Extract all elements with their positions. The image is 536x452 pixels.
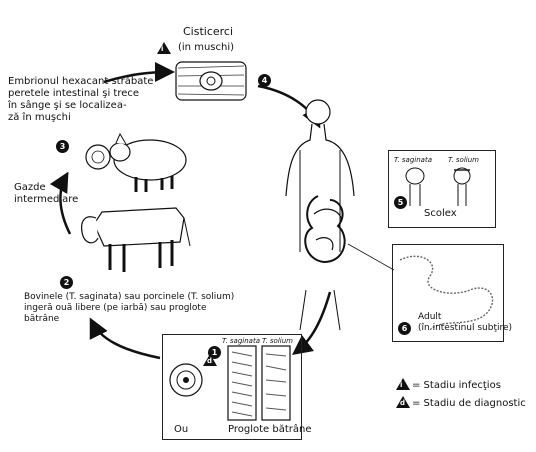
legend-infective-icon-letter: i — [400, 381, 403, 389]
legend-diagnostic-icon: d — [396, 396, 410, 408]
legend-diagnostic-label: = Stadiu de diagnostic — [412, 398, 526, 409]
eggs-label: Ou — [174, 424, 189, 435]
old-proglottids-label: Proglote bătrâne — [228, 424, 312, 435]
human-silhouette-illustration — [285, 99, 395, 331]
cycle-arrow-eggs-to-host — [89, 317, 161, 360]
diagnostic-stage-icon: d — [203, 354, 217, 366]
scolex-box — [388, 150, 496, 228]
embryo-description: Embrionul hexacant străbate peretele int… — [8, 76, 154, 123]
proglottid-solium-label: T. solium — [262, 337, 293, 345]
scolex-label: Scolex — [424, 208, 457, 219]
eggs-proglottids-box — [162, 334, 302, 440]
cysticerci-label: Cisticerci — [183, 25, 234, 38]
legend-infective-icon: i — [396, 378, 410, 390]
infective-stage-icon-letter: i — [161, 45, 164, 53]
step-6-marker: 6 — [398, 322, 411, 335]
proglottid-saginata-label: T. saginata — [222, 337, 260, 345]
infective-stage-icon: i — [157, 42, 171, 54]
in-muscle-label: (in muschi) — [178, 42, 235, 53]
legend-diagnostic-icon-letter: d — [400, 399, 406, 407]
proglottid-solium-illustration — [261, 345, 291, 421]
proglottid-saginata-illustration — [227, 345, 257, 421]
scolex-illustration — [405, 167, 471, 206]
adult-tapeworm-illustration — [399, 255, 494, 331]
step-3-marker: 3 — [56, 140, 69, 153]
cysticercus-in-muscle-illustration — [175, 61, 247, 101]
cycle-arrow-human-to-eggs — [292, 291, 332, 356]
legend-infective-label: = Stadiu infecţios — [412, 380, 501, 391]
cycle-arrow-to-cysticerci — [103, 62, 175, 84]
step-5-marker: 5 — [394, 196, 407, 209]
step-4-marker: 4 — [258, 74, 271, 87]
adult-label: Adult (în intestinul subţire) — [418, 312, 513, 333]
step-2-marker: 2 — [60, 276, 73, 289]
scolex-solium-label: T. solium — [448, 156, 479, 164]
adult-box — [392, 244, 504, 342]
hosts-ingestion-description: Bovinele (T. saginata) sau porcinele (T.… — [24, 292, 235, 324]
cycle-arrow-host-up — [49, 171, 72, 235]
intermediate-hosts-label: Gazde intermediare — [14, 182, 79, 205]
egg-illustration — [169, 363, 203, 397]
pig-illustration — [109, 132, 187, 192]
cow-illustration — [81, 207, 191, 272]
scolex-saginata-label: T. saginata — [394, 156, 432, 164]
hexacanth-embryo-illustration — [85, 144, 111, 170]
diagnostic-stage-icon-letter: d — [207, 357, 213, 365]
